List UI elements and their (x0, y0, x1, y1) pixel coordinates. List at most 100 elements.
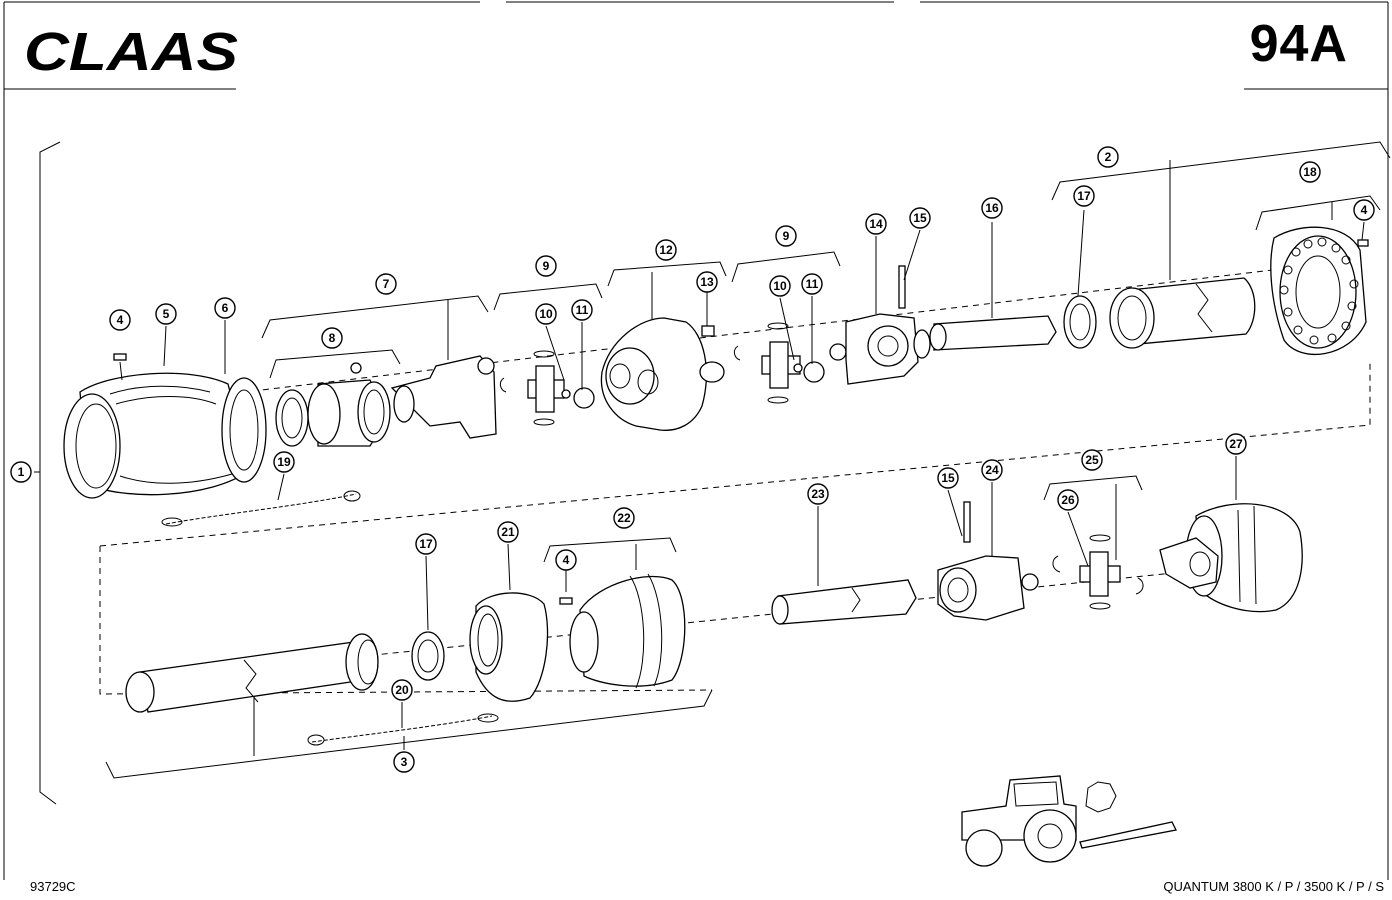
svg-text:25: 25 (1085, 453, 1099, 467)
callout-3: 3 (393, 751, 415, 773)
part-guard-cone-22 (569, 573, 686, 689)
callout-13: 13 (696, 271, 718, 293)
callout-11-left: 11 (571, 299, 593, 321)
callout-9-right: 9 (775, 225, 797, 247)
svg-text:2: 2 (1105, 150, 1112, 164)
svg-text:15: 15 (941, 471, 955, 485)
part-profile-tube-16 (929, 315, 1057, 351)
callout-12: 12 (655, 239, 677, 261)
callout-27: 27 (1225, 433, 1247, 455)
svg-text:17: 17 (419, 537, 433, 551)
callout-19: 19 (273, 451, 295, 473)
callout-7: 7 (375, 273, 397, 295)
svg-text:24: 24 (985, 463, 999, 477)
callout-10-left: 10 (535, 303, 557, 325)
svg-text:7: 7 (383, 277, 390, 291)
svg-text:14: 14 (869, 217, 883, 231)
callout-18: 18 (1299, 161, 1321, 183)
part-pin-15-top (898, 265, 906, 309)
svg-text:22: 22 (617, 511, 631, 525)
svg-text:3: 3 (401, 755, 408, 769)
part-bearing-ring-17-top (1063, 295, 1097, 349)
callout-10-right: 10 (769, 275, 791, 297)
svg-text:21: 21 (501, 525, 515, 539)
callout-15-top: 15 (909, 207, 931, 229)
callout-17-bottom: 17 (415, 533, 437, 555)
callout-9-left: 9 (535, 255, 557, 277)
sheet-frame (3, 1, 1389, 880)
callout-17-top: 17 (1073, 185, 1095, 207)
callout-26: 26 (1057, 489, 1079, 511)
svg-text:1: 1 (18, 465, 25, 479)
part-yoke-7 (390, 355, 497, 439)
part-screw-4-top-left (113, 353, 127, 381)
part-screw-4-top-right (1357, 221, 1369, 247)
callout-11-right: 11 (801, 273, 823, 295)
callout-leaders (163, 209, 1237, 750)
model-designation: QUANTUM 3800 K / P / 3500 K / P / S (1163, 879, 1384, 894)
part-grease-nipple-13 (701, 292, 715, 337)
part-centre-housing-12 (600, 317, 725, 431)
callout-15-bottom: 15 (937, 467, 959, 489)
callout-20: 20 (391, 679, 413, 701)
part-cone-18 (1270, 226, 1367, 355)
svg-text:8: 8 (329, 331, 336, 345)
top-group-brackets (261, 141, 1391, 379)
part-cross-kit-9-right (733, 322, 825, 404)
svg-text:16: 16 (985, 201, 999, 215)
svg-text:11: 11 (806, 277, 819, 291)
part-cup-21 (469, 592, 549, 702)
part-yoke-cone-27 (1159, 503, 1303, 613)
callout-25: 25 (1081, 449, 1103, 471)
svg-text:9: 9 (543, 259, 550, 273)
tractor-thumbnail (961, 775, 1177, 867)
part-bearing-ring-17-bottom (411, 631, 445, 681)
part-rings-8 (275, 362, 391, 447)
part-chain-19 (161, 490, 361, 527)
callout-5: 5 (155, 303, 177, 325)
part-cross-kit-25 (1052, 534, 1144, 610)
part-bearing-ring-6 (221, 377, 267, 483)
svg-text:9: 9 (783, 229, 790, 243)
part-guard-cone-5 (63, 372, 251, 499)
svg-text:15: 15 (913, 211, 927, 225)
svg-text:10: 10 (539, 307, 553, 321)
callout-2: 2 (1097, 146, 1119, 168)
callout-4-top-right: 4 (1353, 199, 1375, 221)
svg-text:17: 17 (1077, 189, 1091, 203)
callout-8: 8 (321, 327, 343, 349)
part-yoke-14 (829, 313, 931, 385)
part-screw-4-bottom (559, 570, 573, 605)
claas-logo: CLAAS (24, 22, 238, 78)
assembly-bracket-1 (34, 141, 61, 805)
callout-6: 6 (214, 297, 236, 319)
svg-text:5: 5 (163, 307, 170, 321)
svg-text:12: 12 (659, 243, 673, 257)
svg-text:18: 18 (1303, 165, 1317, 179)
svg-text:26: 26 (1061, 493, 1075, 507)
svg-text:20: 20 (395, 683, 409, 697)
sheet-number: 94A (1249, 15, 1348, 73)
svg-text:10: 10 (773, 279, 787, 293)
part-profile-tube-23 (771, 579, 917, 625)
callout-22: 22 (613, 507, 635, 529)
cone-holes (1279, 237, 1359, 345)
svg-text:19: 19 (277, 455, 291, 469)
svg-text:4: 4 (563, 553, 570, 567)
callout-16: 16 (981, 197, 1003, 219)
callout-4-top-left: 4 (109, 309, 131, 331)
svg-text:23: 23 (811, 487, 825, 501)
brand-logo-text: CLAAS (24, 22, 238, 78)
svg-text:4: 4 (117, 313, 124, 327)
callout-1: 1 (10, 461, 32, 483)
svg-text:11: 11 (576, 303, 589, 317)
part-guard-tube-2 (1109, 277, 1256, 349)
part-cross-kit-9-left (499, 350, 595, 426)
part-yoke-24 (937, 501, 1039, 621)
bottom-group-brackets (105, 475, 1143, 779)
part-chain-20 (307, 713, 499, 746)
callout-21: 21 (497, 521, 519, 543)
part-guard-tube-3 (125, 633, 379, 713)
